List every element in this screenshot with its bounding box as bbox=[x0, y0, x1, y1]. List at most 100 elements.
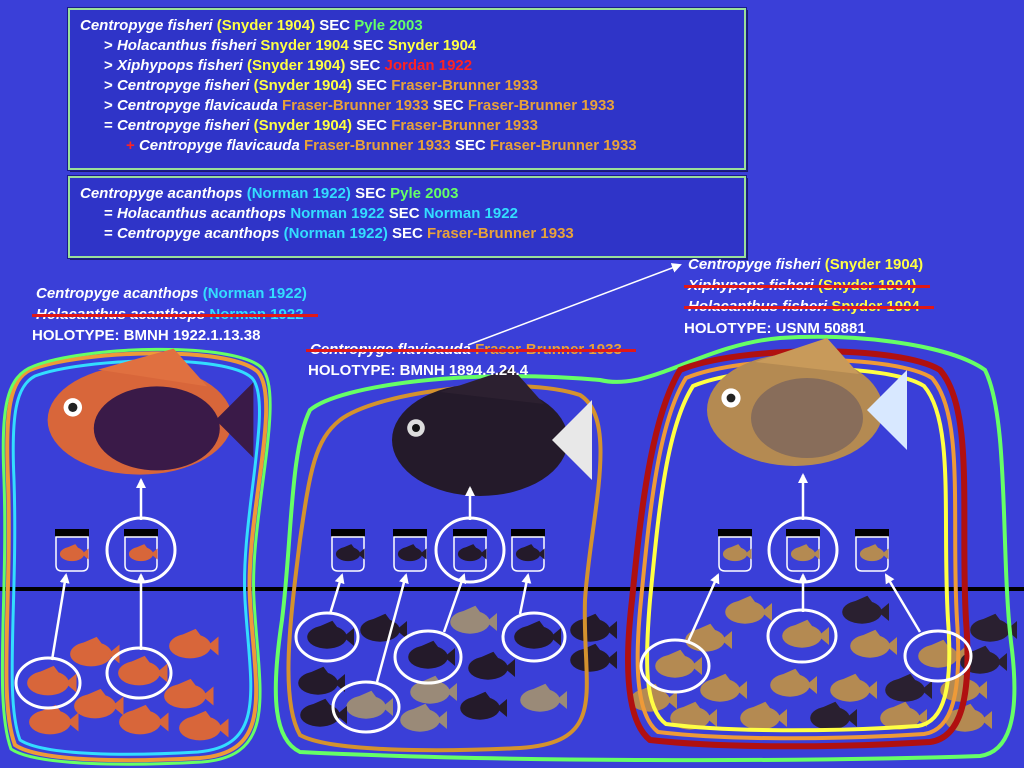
fish-icon bbox=[360, 613, 407, 642]
synonym-author: Fraser-Brunner 1933 bbox=[475, 341, 622, 358]
fish-icon bbox=[169, 628, 219, 659]
text-segment: SEC bbox=[384, 205, 424, 222]
fish-icon bbox=[27, 665, 77, 696]
text-segment: Pyle 2003 bbox=[354, 17, 423, 34]
classification-line: + Centropyge flavicauda Fraser-Brunner 1… bbox=[80, 136, 734, 156]
text-segment: Holacanthus fisheri bbox=[116, 37, 261, 54]
classification-line: = Centropyge fisheri (Snyder 1904) SEC F… bbox=[80, 116, 734, 136]
text-segment: = bbox=[104, 117, 117, 134]
specimen-jar-icon bbox=[855, 529, 889, 572]
text-segment: SEC bbox=[350, 185, 391, 202]
label-flavicauda: Centropyge flavicauda Fraser-Brunner 193… bbox=[306, 339, 636, 360]
fish-icon bbox=[450, 605, 497, 634]
fish-icon bbox=[770, 668, 817, 697]
fish-icon bbox=[460, 691, 507, 720]
taxon-author: (Snyder 1904) bbox=[824, 256, 924, 273]
fish-icon bbox=[700, 673, 747, 702]
synonym-name: Centropyge flavicauda bbox=[310, 341, 471, 358]
classification-box-acanthops: Centropyge acanthops (Norman 1922) SEC P… bbox=[67, 175, 747, 259]
text-segment: Norman 1922 bbox=[423, 205, 518, 222]
classification-line: = Centropyge acanthops (Norman 1922) SEC… bbox=[80, 224, 734, 244]
fish-icon bbox=[410, 675, 457, 704]
text-segment: Centropyge fisheri bbox=[116, 77, 254, 94]
fish-icon bbox=[520, 683, 567, 712]
synonym-arrow bbox=[467, 263, 682, 346]
text-segment: Fraser-Brunner 1933 bbox=[391, 117, 538, 134]
fish-icon bbox=[782, 619, 829, 648]
synonym-name: Holacanthus acanthops bbox=[36, 306, 206, 323]
text-segment: Centropyge flavicauda bbox=[116, 97, 282, 114]
text-segment: SEC bbox=[315, 17, 355, 34]
fish-icon bbox=[298, 666, 345, 695]
fish-icon bbox=[842, 595, 889, 624]
text-segment: > bbox=[104, 57, 117, 74]
specimen-jar-icon bbox=[55, 529, 89, 572]
specimen-jar-icon bbox=[718, 529, 752, 572]
enclosure-right-orange bbox=[635, 358, 961, 741]
fish-icon bbox=[29, 704, 79, 735]
specimen-jar-icon bbox=[453, 529, 487, 572]
holotype-fish-flavicauda bbox=[392, 368, 592, 496]
holotype-fish-acanthops bbox=[47, 348, 254, 475]
fish-icon bbox=[307, 620, 354, 649]
text-segment: > bbox=[104, 97, 117, 114]
text-segment: Fraser-Brunner 1933 bbox=[391, 77, 538, 94]
specimen-jar-icon bbox=[124, 529, 158, 572]
classification-line: > Centropyge flavicauda Fraser-Brunner 1… bbox=[80, 96, 734, 116]
synonym-author: Norman 1922 bbox=[209, 306, 304, 323]
text-segment: (Norman 1922) bbox=[246, 185, 351, 202]
text-segment: SEC bbox=[352, 77, 392, 94]
specimen-jar-icon bbox=[786, 529, 820, 572]
enclosure-left-inner bbox=[10, 359, 261, 756]
fish-icon bbox=[685, 623, 732, 652]
fish-icon bbox=[740, 701, 787, 730]
text-segment: Holacanthus acanthops bbox=[116, 205, 291, 222]
label-fisheri: Centropyge fisheri (Snyder 1904) Xiphypo… bbox=[683, 254, 934, 317]
fish-icon bbox=[118, 655, 168, 686]
classification-line: > Holacanthus fisheri Snyder 1904 SEC Sn… bbox=[80, 36, 734, 56]
holotype-flavicauda: HOLOTYPE: BMNH 1894.4.24.4 bbox=[308, 362, 529, 379]
fish-icon bbox=[570, 613, 617, 642]
text-segment: Snyder 1904 bbox=[260, 37, 349, 54]
text-segment: (Norman 1922) bbox=[283, 225, 388, 242]
fish-icon bbox=[164, 678, 214, 709]
text-segment: Snyder 1904 bbox=[387, 37, 477, 54]
taxon-name: Centropyge acanthops bbox=[36, 285, 199, 302]
text-segment: Centropyge acanthops bbox=[80, 185, 247, 202]
classification-line: Centropyge fisheri (Snyder 1904) SEC Pyl… bbox=[80, 16, 734, 36]
text-segment: > bbox=[104, 37, 117, 54]
fish-icon bbox=[400, 703, 447, 732]
fish-icon bbox=[655, 649, 702, 678]
fish-icon bbox=[514, 620, 561, 649]
text-segment: SEC bbox=[345, 57, 385, 74]
classification-box-fisheri: Centropyge fisheri (Snyder 1904) SEC Pyl… bbox=[67, 7, 747, 171]
synonym-name: Xiphypops fisheri bbox=[688, 277, 814, 294]
holotype-acanthops: HOLOTYPE: BMNH 1922.1.13.38 bbox=[32, 327, 261, 344]
fish-icon bbox=[408, 640, 455, 669]
fish-icon bbox=[119, 704, 169, 735]
label-acanthops: Centropyge acanthops (Norman 1922) Holac… bbox=[32, 283, 318, 325]
classification-line: > Centropyge fisheri (Snyder 1904) SEC F… bbox=[80, 76, 734, 96]
enclosure-right-yellow bbox=[645, 366, 952, 733]
text-segment: (Snyder 1904) bbox=[246, 57, 346, 74]
holotype-fish-fisheri bbox=[707, 338, 907, 466]
enclosure-left-middle bbox=[0, 347, 272, 766]
text-segment: > bbox=[104, 77, 117, 94]
holotype-fisheri: HOLOTYPE: USNM 50881 bbox=[684, 320, 866, 337]
text-segment: SEC bbox=[352, 117, 392, 134]
text-segment: Centropyge acanthops bbox=[116, 225, 284, 242]
classification-line: = Holacanthus acanthops Norman 1922 SEC … bbox=[80, 204, 734, 224]
fish-icon bbox=[74, 688, 124, 719]
specimen-jar-icon bbox=[511, 529, 545, 572]
text-segment: = bbox=[104, 225, 117, 242]
text-segment: Fraser-Brunner 1933 bbox=[281, 97, 429, 114]
fish-icon bbox=[570, 643, 617, 672]
text-segment: Centropyge fisheri bbox=[80, 17, 217, 34]
text-segment: (Snyder 1904) bbox=[253, 77, 353, 94]
text-segment: Pyle 2003 bbox=[390, 185, 459, 202]
text-segment: Norman 1922 bbox=[290, 205, 385, 222]
text-segment: Fraser-Brunner 1933 bbox=[489, 137, 637, 154]
synonym-name: Holacanthus fisheri bbox=[688, 298, 828, 315]
fish-icon bbox=[346, 690, 393, 719]
text-segment: SEC bbox=[348, 37, 388, 54]
